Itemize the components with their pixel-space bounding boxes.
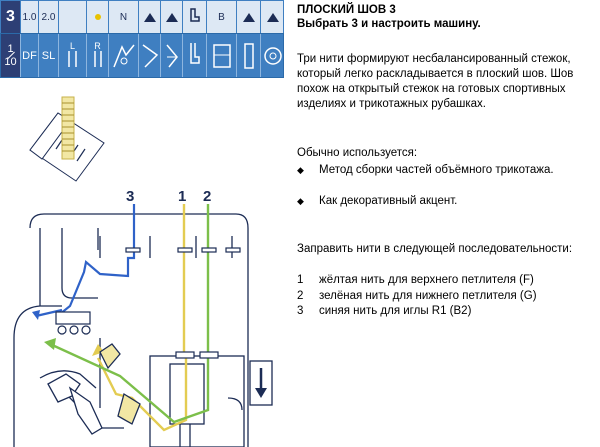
machine-threading-diagram xyxy=(13,204,273,447)
sl-label: SL xyxy=(39,34,59,77)
needles-icon xyxy=(67,50,77,67)
yellow-dot-icon xyxy=(87,1,109,33)
thread-3-blue xyxy=(35,204,136,318)
bullet-icon: ◆ xyxy=(297,196,304,206)
dial-n: N xyxy=(109,1,139,33)
needles-icon xyxy=(93,50,102,67)
bullet-icon: ◆ xyxy=(297,165,304,175)
needle-r-label: R xyxy=(94,40,101,51)
thread-number-label: 1 xyxy=(178,188,187,205)
stitch-length-b: 2.0 xyxy=(39,1,59,33)
presser-foot xyxy=(55,311,91,335)
fabric-sample-illustration xyxy=(29,96,105,182)
diff-top: 1 xyxy=(7,43,14,55)
step-number: 1 xyxy=(297,274,304,286)
needle-plate-icon xyxy=(207,34,237,77)
thread-number-label: 2 xyxy=(203,188,212,205)
step-number: 2 xyxy=(297,290,304,302)
usage-item-text: Как декоративный акцент. xyxy=(319,195,458,207)
threading-heading: Заправить нити в следующей последователь… xyxy=(297,243,573,255)
blank-cell xyxy=(59,1,87,33)
triangle-icon xyxy=(237,1,261,33)
page-subtitle: Выбрать 3 и настроить машину. xyxy=(297,18,481,30)
knife-icon xyxy=(161,34,183,77)
page-title: ПЛОСКИЙ ШОВ 3 xyxy=(297,4,396,16)
stitch-finger-icon xyxy=(237,34,261,77)
step-number: 3 xyxy=(297,305,304,317)
usage-item-text: Метод сборки частей объёмного трикотажа. xyxy=(319,164,554,176)
needle-l-label: L xyxy=(69,40,75,51)
blue-thread-arrow xyxy=(32,310,40,320)
settings-row-bottom: 1 10 DF SL L R xyxy=(0,33,284,78)
looper-thread-icon xyxy=(109,34,139,77)
machine-settings-strip: 3 1.0 2.0 N B 1 10 DF SL L R xyxy=(0,0,284,78)
needle-position-l: L xyxy=(59,34,87,77)
green-thread-arrow xyxy=(44,338,56,350)
triangle-icon xyxy=(161,1,183,33)
looper-path-icon xyxy=(139,34,161,77)
down-arrow-icon xyxy=(255,368,267,398)
description-paragraph: Три нити формируют несбалансированный ст… xyxy=(297,53,574,110)
seam-band xyxy=(61,96,75,160)
df-label: DF xyxy=(21,34,39,77)
step-text: жёлтая нить для верхнего петлителя (F) xyxy=(319,274,534,286)
thread-number-label: 3 xyxy=(126,188,135,205)
needle-position-r: R xyxy=(87,34,109,77)
triangle-icon xyxy=(139,1,161,33)
machine-body-outline xyxy=(29,213,249,447)
looper-mechanism xyxy=(47,343,141,435)
usage-heading: Обычно используется: xyxy=(297,147,418,159)
settings-row-top: 3 1.0 2.0 N B xyxy=(0,0,284,34)
dial-b: B xyxy=(207,1,237,33)
thread-2-green xyxy=(49,204,210,424)
presser-foot-icon xyxy=(183,1,207,33)
step-text: синяя нить для иглы R1 (B2) xyxy=(319,305,472,317)
presser-foot-icon xyxy=(183,34,207,77)
thread-1-yellow xyxy=(96,204,188,432)
differential-feed-ratio: 1 10 xyxy=(1,34,21,77)
step-text: зелёная нить для нижнего петлителя (G) xyxy=(319,290,537,302)
stitch-number: 3 xyxy=(1,1,21,33)
diff-bottom: 10 xyxy=(4,56,17,68)
stitch-length-a: 1.0 xyxy=(21,1,39,33)
dial-icon xyxy=(261,34,285,77)
triangle-icon xyxy=(261,1,285,33)
